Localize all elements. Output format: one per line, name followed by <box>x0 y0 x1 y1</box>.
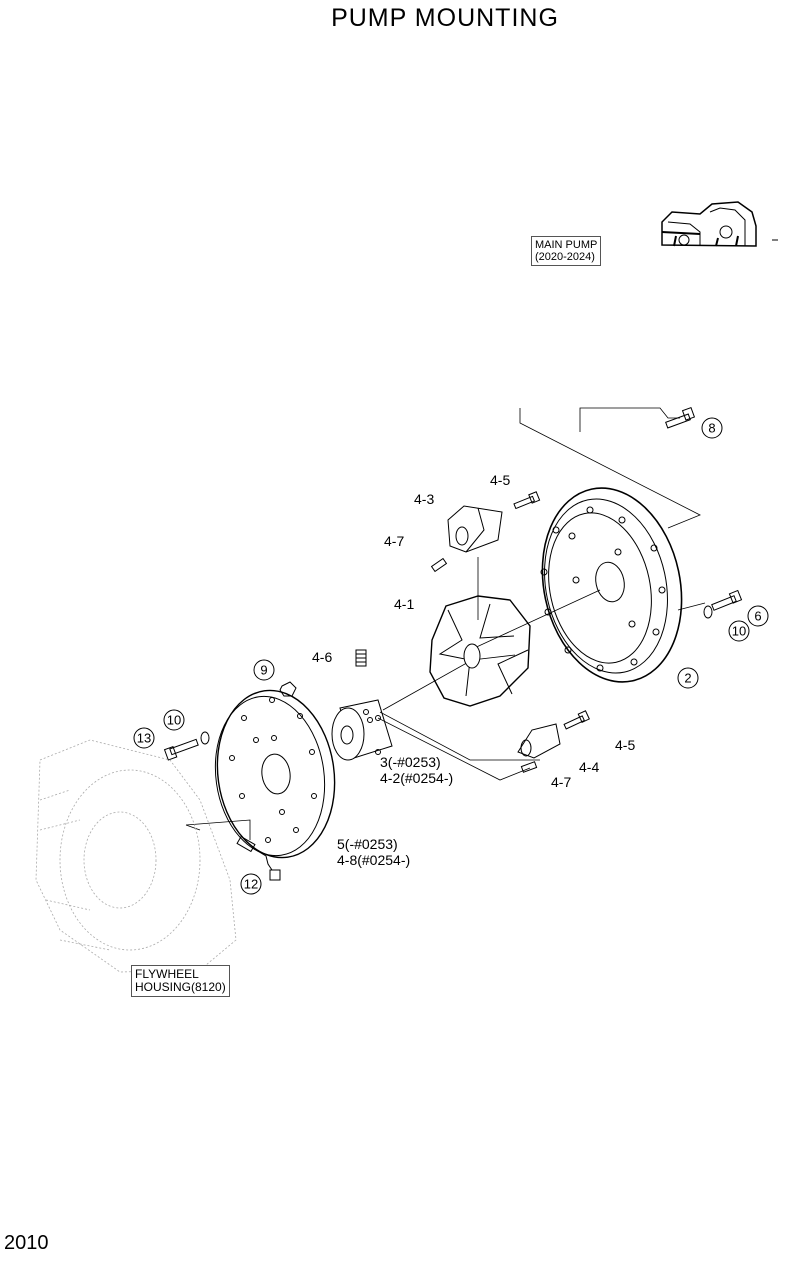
flywheel-housing-reference-line1: FLYWHEEL <box>135 967 199 981</box>
element-4-4-drawing <box>517 710 590 759</box>
main-pump-reference-line2: (2020-2024) <box>535 251 595 263</box>
callout-6: 6 <box>747 605 769 627</box>
bolt-4-5-upper-drawing <box>513 491 541 510</box>
hub-drawing <box>331 699 393 761</box>
flywheel-housing-drawing <box>35 739 237 973</box>
label-plate-line2: 4-8(#0254-) <box>337 852 411 868</box>
label-4-5-upper: 4-5 <box>490 472 511 488</box>
sensor-12-drawing <box>236 835 281 881</box>
main-pump-reference-line1: MAIN PUMP <box>535 239 598 251</box>
callout-2: 2 <box>677 667 699 689</box>
bolt-8-drawing <box>665 406 696 429</box>
label-4-5-lower: 4-5 <box>615 737 636 753</box>
label-4-4: 4-4 <box>579 759 600 775</box>
main-pump-reference: MAIN PUMP (2020-2024) <box>531 236 602 266</box>
bolt-6-drawing <box>703 589 743 619</box>
pin-4-7-upper-drawing <box>430 557 448 573</box>
label-4-6: 4-6 <box>312 649 333 665</box>
label-4-3: 4-3 <box>414 491 435 507</box>
page-title: PUMP MOUNTING <box>331 4 559 32</box>
leader-lines <box>185 407 706 840</box>
callout-8: 8 <box>701 417 723 439</box>
label-4-7-lower: 4-7 <box>551 774 572 790</box>
flywheel-housing-reference-line2: HOUSING(8120) <box>135 980 226 994</box>
label-plate: 5(-#0253) 4-8(#0254-) <box>337 836 410 868</box>
set-screw-4-6-drawing <box>355 649 367 667</box>
flywheel-housing-reference: FLYWHEEL HOUSING(8120) <box>131 965 230 997</box>
coupling-element-4-1-drawing <box>429 589 601 707</box>
element-4-3-drawing <box>447 505 503 553</box>
plate-drawing <box>214 689 336 859</box>
label-hub: 3(-#0253) 4-2(#0254-) <box>380 754 453 786</box>
label-plate-line1: 5(-#0253) <box>337 836 398 852</box>
label-hub-line2: 4-2(#0254-) <box>380 770 454 786</box>
fasteners-left-drawing <box>163 681 297 761</box>
label-4-7-upper: 4-7 <box>384 533 405 549</box>
flange-2-drawing <box>540 487 683 683</box>
page-number: 2010 <box>4 1232 49 1254</box>
callout-10-right: 10 <box>728 620 750 642</box>
main-pump-drawing <box>661 201 778 247</box>
callout-12: 12 <box>240 873 262 895</box>
label-4-1: 4-1 <box>394 596 415 612</box>
callout-9: 9 <box>253 659 275 681</box>
callout-10-left: 10 <box>163 709 185 731</box>
label-hub-line1: 3(-#0253) <box>380 754 441 770</box>
pin-4-7-lower-drawing <box>520 761 538 773</box>
callout-13: 13 <box>133 727 155 749</box>
